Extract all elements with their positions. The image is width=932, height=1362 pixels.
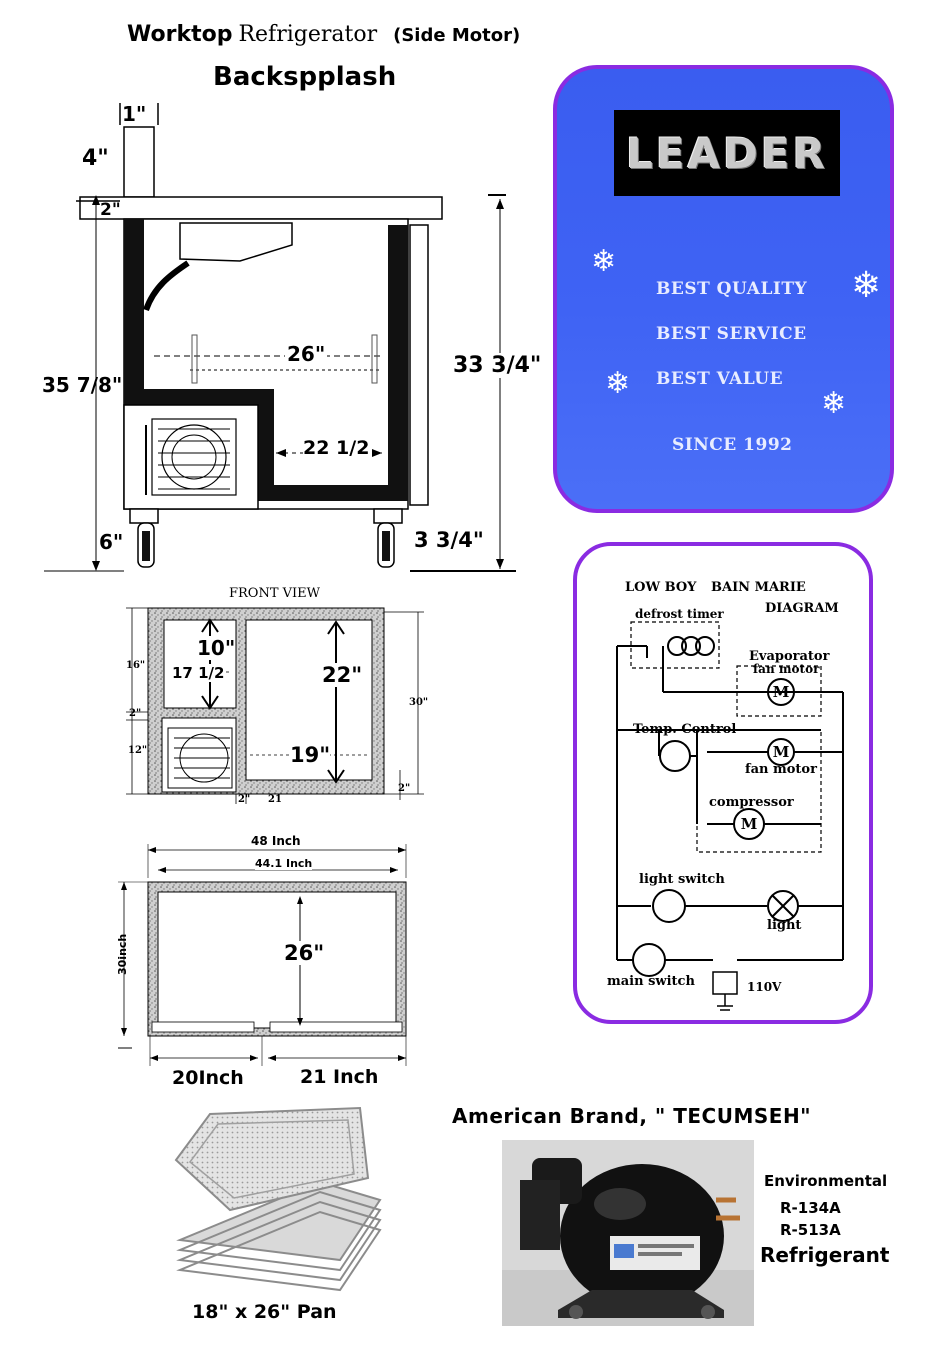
wiring-title-b: BAIN MARIE xyxy=(711,580,806,595)
evaporator-housing xyxy=(179,222,293,262)
dim-top-depth: 30inch xyxy=(116,933,129,975)
label-evaporator-fan: fan motor xyxy=(753,662,820,676)
dim-bottom-b: 21 xyxy=(268,794,282,805)
refrigerant-r513a: R-513A xyxy=(780,1221,841,1239)
leader-logo: LEADER xyxy=(614,110,840,196)
leader-line-service: BEST SERVICE xyxy=(656,324,807,344)
snowflake-icon: ❄ xyxy=(821,386,847,421)
title-worktop: Worktop xyxy=(127,22,233,47)
front-view-title: FRONT VIEW xyxy=(229,586,321,601)
dim-front-total-height: 30" xyxy=(409,697,429,708)
motor-symbol: M xyxy=(773,683,790,701)
dim-lower-left-height: 12" xyxy=(128,745,148,756)
dim-backsplash-height: 4" xyxy=(82,146,109,171)
side-view-drawing xyxy=(44,103,516,572)
label-temp-control: Temp. Control xyxy=(633,722,737,737)
dim-cabinet-height: 33 3/4" xyxy=(451,353,544,378)
dim-total-height: 35 7/8" xyxy=(42,373,123,397)
leader-line-since: SINCE 1992 xyxy=(672,435,793,455)
worktop xyxy=(79,196,443,220)
label-defrost-timer: defrost timer xyxy=(635,607,724,621)
dim-divider: 2" xyxy=(129,708,142,719)
label-fan-motor: fan motor xyxy=(745,762,817,777)
dim-upper-left-clear: 10" xyxy=(197,636,236,660)
snowflake-icon: ❄ xyxy=(591,244,617,279)
dim-right-width: 19" xyxy=(290,743,331,767)
dim-right-section: 21 Inch xyxy=(300,1066,379,1088)
dim-caster-height: 6" xyxy=(99,530,124,554)
leader-line-value: BEST VALUE xyxy=(656,369,784,389)
backsplash-title: Backspplash xyxy=(213,62,397,92)
wiring-diagram-card: M M M LOW BOY BAIN MARIE DIAGRAM defrost… xyxy=(573,542,873,1024)
motor-symbol: M xyxy=(741,815,758,833)
dim-right-height: 22" xyxy=(322,663,363,687)
dim-left-section: 20Inch xyxy=(172,1067,244,1089)
label-evaporator: Evaporator xyxy=(749,649,830,664)
dim-top-thickness: 2" xyxy=(100,200,121,220)
dim-outer-width: 48 Inch xyxy=(251,834,301,848)
pan-caption: 18" x 26" Pan xyxy=(192,1301,337,1323)
compressor-image xyxy=(502,1140,754,1326)
label-light: light xyxy=(767,918,802,933)
title-refrigerator: Refrigerator xyxy=(238,22,378,47)
pan-stack-image xyxy=(174,1106,382,1292)
label-voltage: 110V xyxy=(747,980,782,994)
leader-card: LEADER ❄ ❄ ❄ ❄ BEST QUALITY BEST SERVICE… xyxy=(553,65,894,513)
dim-bottom-gap: 2" xyxy=(398,783,411,794)
dim-door-offset: 3 3/4" xyxy=(414,528,484,552)
label-compressor: compressor xyxy=(709,795,794,810)
refrigerant-r134a: R-134A xyxy=(780,1199,841,1217)
dim-upper-left-height: 16" xyxy=(126,660,146,671)
refrigerant-label: Refrigerant xyxy=(760,1243,890,1267)
backsplash-block xyxy=(123,126,155,198)
title-side-motor: (Side Motor) xyxy=(393,25,521,46)
dim-inner-depth: 22 1/2 xyxy=(303,437,370,459)
dim-left-width: 17 1/2 xyxy=(172,664,225,682)
wiring-title-a: LOW BOY xyxy=(625,580,697,595)
dim-bottom-a: 2" xyxy=(238,794,251,805)
dim-inner-width-top: 44.1 Inch xyxy=(255,857,313,870)
snowflake-icon: ❄ xyxy=(851,265,882,306)
dim-top-inner-depth: 26" xyxy=(284,941,325,965)
env-label: Environmental xyxy=(764,1172,888,1190)
motor-symbol: M xyxy=(773,743,790,761)
compressor-brand: American Brand, " TECUMSEH" xyxy=(452,1104,812,1128)
dim-backsplash-width: 1" xyxy=(122,102,147,126)
dim-inner-width: 26" xyxy=(285,342,328,366)
label-light-switch: light switch xyxy=(639,872,725,887)
snowflake-icon: ❄ xyxy=(605,366,631,401)
wiring-title-c: DIAGRAM xyxy=(765,601,839,616)
leader-line-quality: BEST QUALITY xyxy=(656,279,808,299)
wiring-diagram: M M M xyxy=(616,621,844,1011)
top-view-drawing xyxy=(118,844,407,1066)
label-main-switch: main switch xyxy=(607,974,695,989)
front-view-drawing xyxy=(126,607,424,804)
